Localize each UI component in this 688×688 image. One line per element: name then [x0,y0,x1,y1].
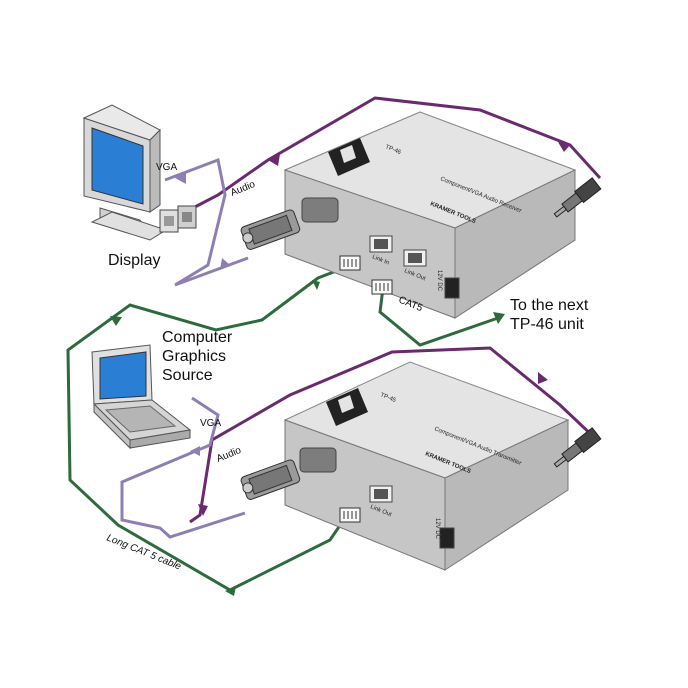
laptop-icon [91,344,192,450]
audio-jack-icon [553,427,602,468]
vga-cable-top-return [174,256,249,287]
receiver-power-port[interactable] [444,277,460,299]
vga-connector-icon [240,209,301,250]
speakers-icon [159,205,197,233]
arrow-icon [225,586,236,596]
transmitter-power-port[interactable] [439,527,455,549]
rj45-connector-icon [339,255,361,271]
audio-cable-top [175,96,602,220]
kramer-logo-icon [326,388,368,426]
audio-top-label: Audio [229,179,257,199]
arrow-icon [558,142,570,152]
arrow-icon [538,372,548,384]
source-label-line1: Computer [162,329,233,346]
monitor-icon [82,104,168,241]
arrow-icon [312,280,320,290]
source-label-line2: Graphics [162,348,226,365]
vga-connector-icon [240,459,301,500]
transmitter-vga-port[interactable] [299,447,337,473]
arrow-icon [220,258,230,270]
audio-jack-icon [553,177,602,218]
receiver-model: TP-46 [384,144,402,156]
arrow-icon [175,172,186,184]
transmitter-power-label: 12V DC [434,518,440,540]
transmitter-model: TP-45 [379,392,397,404]
vga-top-label: VGA [156,162,177,173]
arrow-icon [190,446,200,456]
next-unit-line2: TP-46 unit [510,316,584,333]
long-cat5-cable [66,266,347,592]
arrow-icon [268,154,280,166]
arrow-icon [110,316,122,326]
audio-cable-bottom [189,346,599,524]
vga-cable-top [164,157,227,287]
kramer-logo-icon [328,138,370,176]
next-unit-line1: To the next [510,297,589,314]
arrow-next-icon [493,312,505,324]
display-label: Display [108,252,160,269]
vga-cable-bottom [120,396,246,539]
audio-bottom-label: Audio [215,445,243,465]
vga-bottom-label: VGA [200,418,221,429]
source-label-line3: Source [162,367,213,384]
transmitter-device: TP-45 KRAMER TOOLS Component/VGA Audio T… [283,361,570,571]
receiver-power-label: 12V DC [436,270,442,292]
receiver-vga-port[interactable] [301,197,339,223]
receiver-device: TP-46 KRAMER TOOLS Component/VGA Audio R… [283,111,577,319]
rj45-connector-icon [339,507,361,523]
arrow-icon [198,504,208,516]
cat5-to-next [378,287,499,347]
rj45-connector-icon [371,279,393,295]
